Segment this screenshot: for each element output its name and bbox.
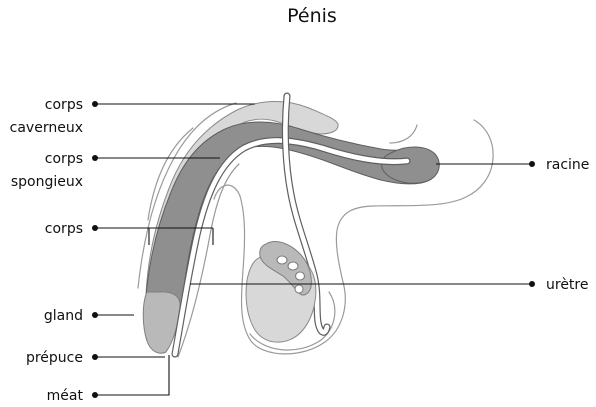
diagram-labels: corps caverneux corps spongieux corps gl… [10,97,590,404]
label-leaders [92,101,535,398]
label-uretre: urètre [546,277,589,293]
leader-meat [95,355,170,396]
penis-lower-skin-line [177,163,240,358]
label-corps-spongieux-line-1: corps [45,151,83,167]
diagram-title: Pénis [287,5,337,27]
epididymis-lobe-4 [294,284,304,294]
abdomen-outline [213,119,494,355]
gland-shape [142,291,181,354]
testicle-group [245,241,317,343]
upper-body-outline [389,124,418,144]
body-outline [137,102,494,358]
epididymis-lobe-3 [294,271,306,281]
epididymis-lobe-2 [287,261,299,271]
leader-skin-curve [147,127,194,221]
label-corps-spongieux-line-2: spongieux [11,174,83,190]
label-meat: méat [47,388,84,404]
label-prepuce: prépuce [26,350,83,366]
label-corps-caverneux-line-2: caverneux [10,120,83,136]
inner-scrotum-outline [249,291,336,351]
epididymis-lobe-1 [276,255,288,265]
uretre-shaft-inner [172,138,410,357]
label-corps: corps [45,221,83,237]
label-corps-caverneux-line-1: corps [45,97,83,113]
uretre-vertical-inner [283,93,330,335]
label-gland: gland [44,308,83,324]
label-racine: racine [546,157,589,173]
